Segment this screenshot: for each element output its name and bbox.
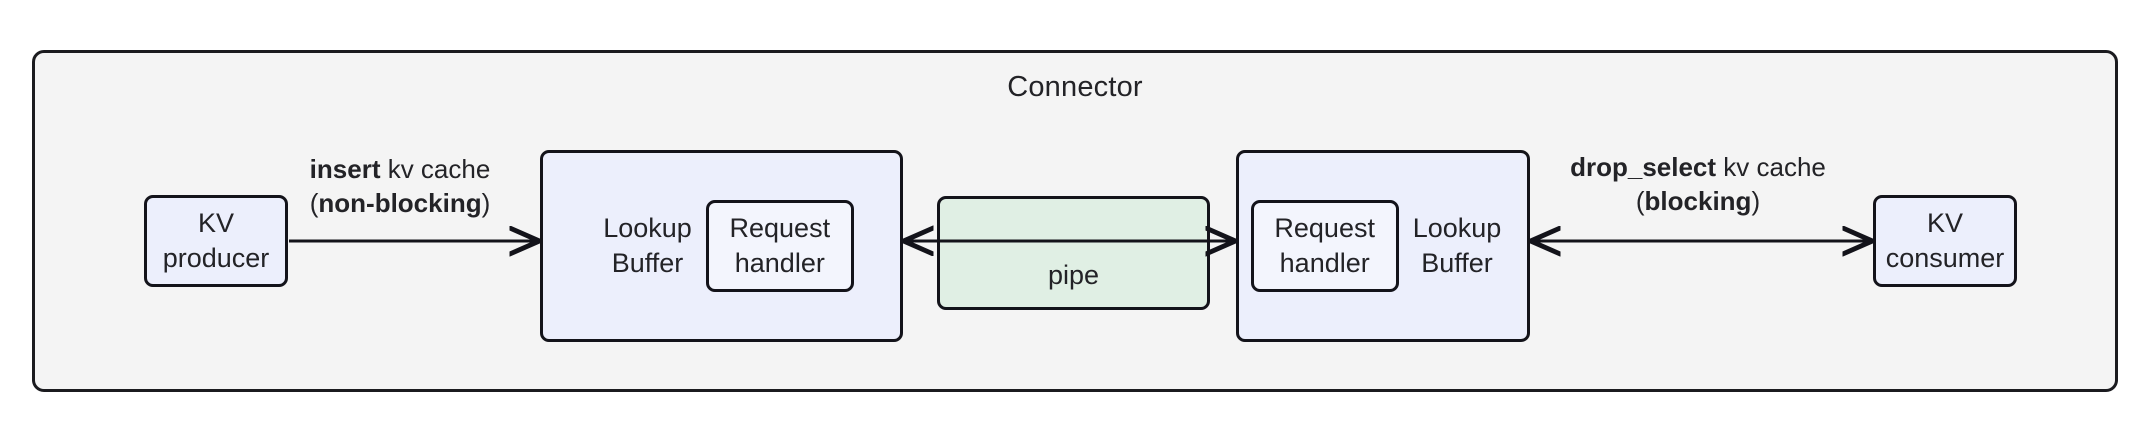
connector-title: Connector (1007, 71, 1143, 103)
edge-label-insert-close: ) (481, 188, 491, 219)
request-handler-left-label: Request handler (729, 213, 831, 278)
lookup-buffer-left-label: Lookup Buffer (603, 212, 692, 278)
node-kv-consumer-label: KV consumer (1885, 208, 2005, 273)
node-kv-consumer[interactable]: KV consumer (1873, 195, 2017, 287)
node-request-handler-left[interactable]: Request handler (705, 200, 854, 292)
edge-label-insert-bold: insert (309, 154, 381, 184)
request-handler-right-label: Request handler (1274, 213, 1375, 278)
edge-label-drop-bold2: blocking (1644, 186, 1752, 217)
node-pipe[interactable]: pipe (937, 196, 1210, 310)
edge-label-drop-open: ( (1635, 186, 1645, 217)
edge-label-insert-rest: kv cache (380, 154, 491, 184)
edge-label-drop-select: drop_select kv cache (blocking) (1520, 150, 1876, 219)
lookup-buffer-left-row: Lookup Buffer Request handler (543, 153, 900, 339)
node-kv-producer-label: KV producer (162, 208, 270, 273)
node-lookup-buffer-right[interactable]: Request handler Lookup Buffer (1236, 150, 1530, 342)
edge-label-drop-bold: drop_select (1570, 152, 1717, 182)
node-pipe-label: pipe (1047, 260, 1100, 291)
edge-label-drop-line2: (blocking) (1520, 184, 1876, 218)
edge-label-insert: insert kv cache (non-blocking) (270, 152, 530, 221)
edge-label-insert-line1: insert kv cache (270, 152, 530, 186)
lookup-buffer-right-label: Lookup Buffer (1412, 212, 1502, 278)
edge-label-drop-close: ) (1751, 186, 1761, 217)
edge-label-insert-line2: (non-blocking) (270, 186, 530, 220)
edge-label-insert-bold2: non-blocking (318, 188, 482, 219)
edge-label-drop-line1: drop_select kv cache (1520, 150, 1876, 184)
node-kv-producer[interactable]: KV producer (144, 195, 288, 287)
edge-label-insert-open: ( (309, 188, 319, 219)
lookup-buffer-right-row: Request handler Lookup Buffer (1239, 153, 1527, 339)
node-lookup-buffer-left[interactable]: Lookup Buffer Request handler (540, 150, 903, 342)
edge-label-drop-rest: kv cache (1716, 152, 1826, 182)
node-request-handler-right[interactable]: Request handler (1250, 200, 1399, 292)
